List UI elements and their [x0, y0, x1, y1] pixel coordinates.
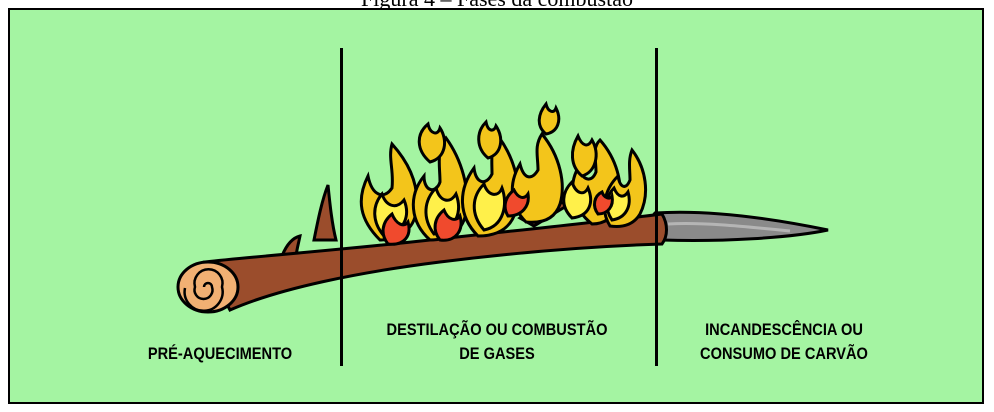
phase-label-line1: PRÉ-AQUECIMENTO — [147, 344, 293, 363]
phase-divider-2 — [655, 48, 658, 366]
log-end-icon — [176, 260, 240, 314]
phase-label-distillation: DESTILAÇÃO OU COMBUSTÃO DE GASES — [372, 318, 621, 366]
log-icon — [202, 212, 668, 312]
phase-label-line2: DE GASES — [459, 344, 535, 363]
phase-label-preheating: PRÉ-AQUECIMENTO — [125, 342, 314, 366]
twig-icon — [312, 184, 338, 242]
phase-label-line1: DESTILAÇÃO OU COMBUSTÃO — [386, 320, 608, 339]
flames-icon — [359, 100, 647, 246]
phase-divider-1 — [340, 48, 343, 366]
phase-label-line2: CONSUMO DE CARVÃO — [700, 344, 868, 363]
figure-caption: Figura 4 – Fases da combustão — [0, 0, 994, 12]
phase-label-incandescence: INCANDESCÊNCIA OU CONSUMO DE CARVÃO — [681, 318, 887, 366]
phase-label-line1: INCANDESCÊNCIA OU — [705, 320, 863, 339]
